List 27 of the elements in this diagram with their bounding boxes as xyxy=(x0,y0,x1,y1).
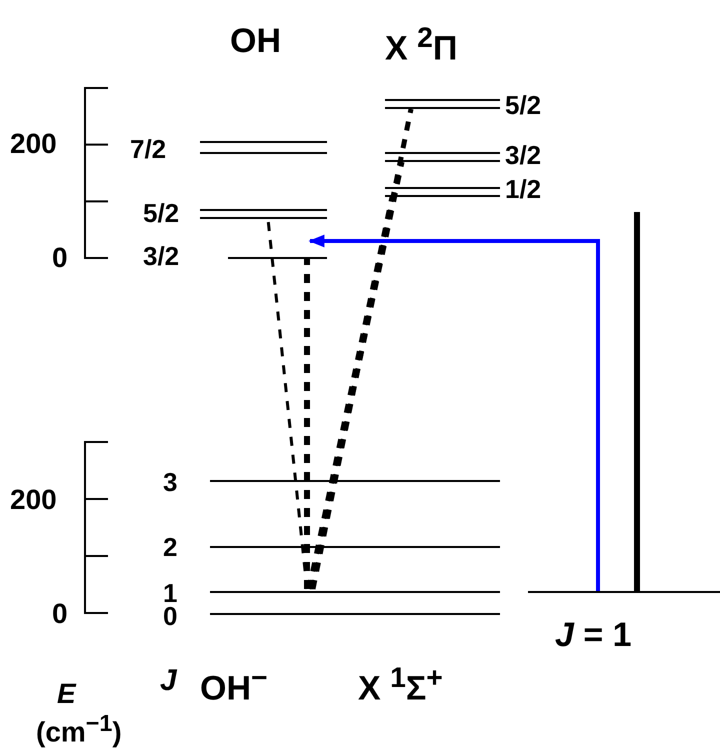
transition-line xyxy=(308,161,404,590)
axis-label: X $^{1}$Σ$^{+}$ xyxy=(358,664,443,706)
level-label: 3/2 xyxy=(143,243,180,269)
level-label: 5/2 xyxy=(143,200,180,226)
axis-label: E xyxy=(57,680,76,708)
level-label: 5/2 xyxy=(505,92,542,118)
level-label: J = 1 xyxy=(555,618,632,652)
axis-label: 200 xyxy=(10,130,57,158)
transition-line xyxy=(306,196,394,590)
axis-label: 0 xyxy=(52,244,68,272)
axis-label: OH$^{−}$ xyxy=(200,664,268,706)
axis-label: 200 xyxy=(10,486,57,514)
transition-line xyxy=(310,108,414,590)
arrow xyxy=(308,234,600,591)
level-label: 3/2 xyxy=(505,142,542,168)
level-label: 1/2 xyxy=(505,176,542,202)
level-label: 3 xyxy=(163,469,178,495)
axis-label: X $^{2}$Π xyxy=(385,24,458,66)
level-label: 0 xyxy=(163,603,178,629)
level-label: 1 xyxy=(163,580,178,606)
axis-label: J xyxy=(160,666,177,696)
axis-label: OH xyxy=(230,24,281,58)
transition-line xyxy=(304,259,310,589)
axis-label: (cm$^{−1}$) xyxy=(36,712,122,746)
level-label: 2 xyxy=(163,534,178,560)
axis-label: 0 xyxy=(52,600,68,628)
level-label: 7/2 xyxy=(130,136,166,162)
